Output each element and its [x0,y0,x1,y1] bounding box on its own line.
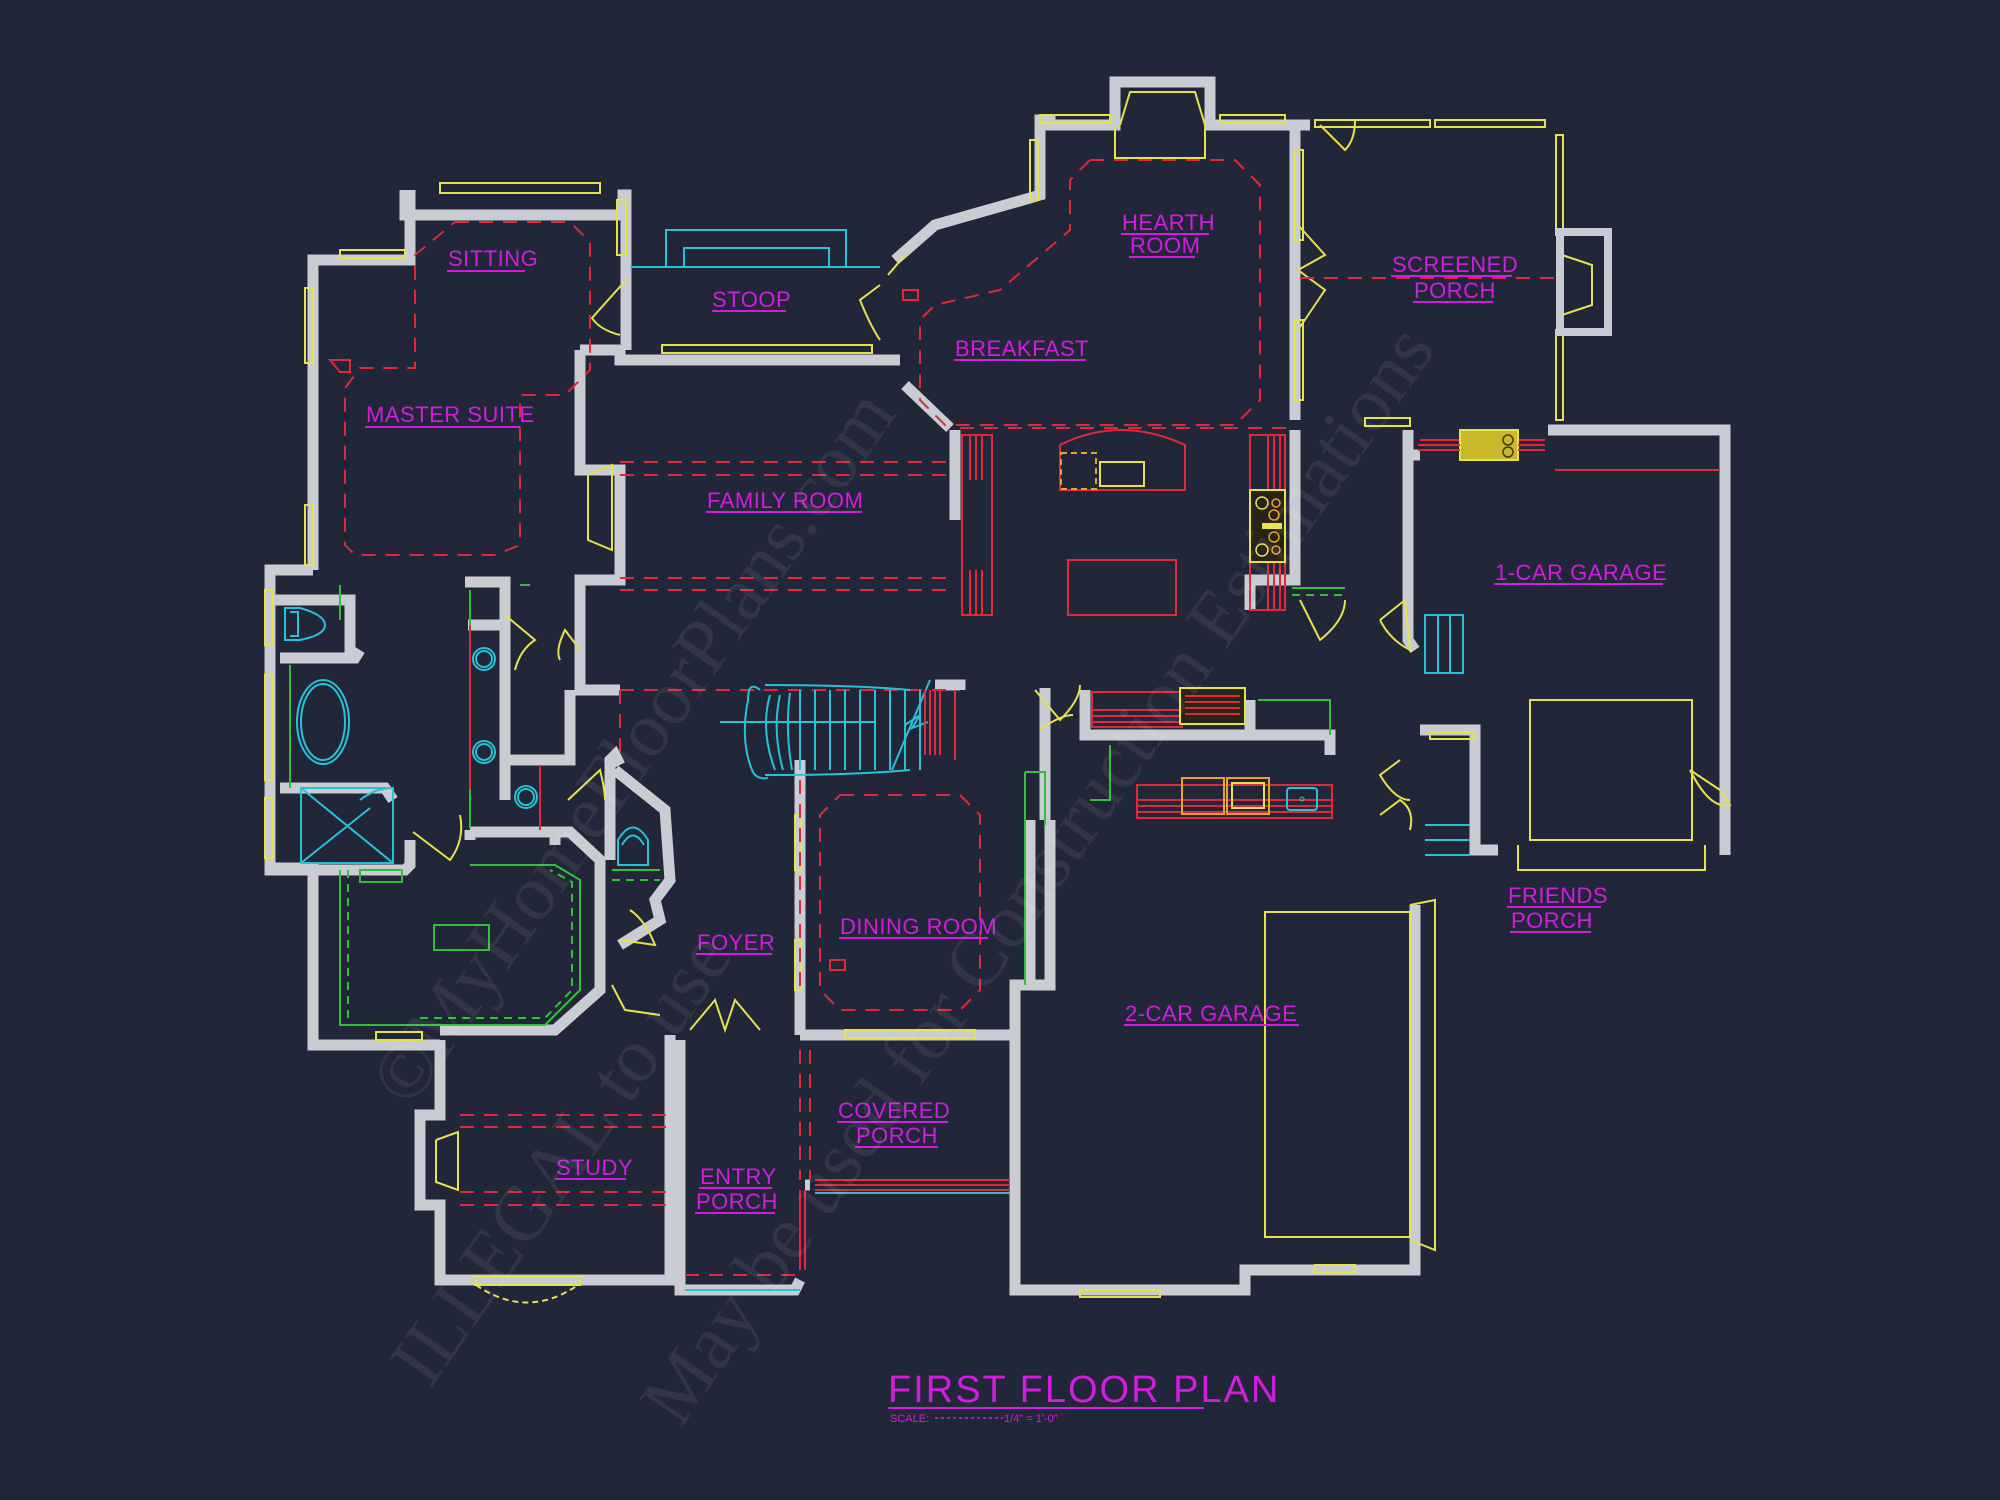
room-label-family-room: FAMILY ROOM [706,488,863,513]
room-label-hearth-room: HEARTH ROOM [1121,210,1215,258]
svg-text:STUDY: STUDY [556,1155,633,1180]
svg-text:FRIENDS: FRIENDS [1508,883,1608,908]
room-label-dining-room: DINING ROOM [839,914,997,939]
room-labels: SITTING MASTER SUITE STOOP FAMILY ROOM B… [365,210,1667,1214]
staircase [720,679,956,780]
room-label-covered-porch: COVERED PORCH [837,1098,950,1148]
svg-text:PORCH: PORCH [1414,278,1496,303]
svg-text:PORCH: PORCH [696,1189,778,1214]
svg-text:SCREENED: SCREENED [1392,252,1518,277]
room-label-sitting: SITTING [447,246,538,272]
room-label-two-car-garage: 2-CAR GARAGE [1124,1001,1299,1026]
fireplaces [435,91,1612,1192]
room-label-breakfast: BREAKFAST [954,336,1089,361]
svg-text:ENTRY: ENTRY [700,1164,777,1189]
svg-text:BREAKFAST: BREAKFAST [955,336,1089,361]
windows [264,114,1564,1304]
room-label-one-car-garage: 1-CAR GARAGE [1494,560,1667,585]
room-label-stoop: STOOP [712,287,791,312]
walls [264,76,1731,1296]
svg-text:1-CAR GARAGE: 1-CAR GARAGE [1495,560,1667,585]
room-label-foyer: FOYER [696,930,775,955]
kitchen [961,429,1545,819]
svg-text:COVERED: COVERED [838,1098,950,1123]
misc-green-lines [1024,587,1345,985]
room-label-study: STUDY [555,1155,633,1180]
svg-text:2-CAR GARAGE: 2-CAR GARAGE [1125,1001,1297,1026]
plan-title-block: FIRST FLOOR PLAN SCALE: 1/4" = 1'-0" [888,1369,1280,1425]
scale-label: SCALE: [890,1413,929,1425]
room-label-entry-porch: ENTRY PORCH [695,1164,778,1214]
room-label-screened-porch: SCREENED PORCH [1391,252,1518,303]
svg-text:DINING ROOM: DINING ROOM [840,914,997,939]
svg-text:FAMILY ROOM: FAMILY ROOM [707,488,863,513]
plan-title: FIRST FLOOR PLAN [888,1369,1280,1411]
svg-text:SITTING: SITTING [448,246,538,271]
room-label-friends-porch: FRIENDS PORCH [1507,883,1608,933]
svg-text:HEARTH: HEARTH [1122,210,1215,235]
scale-value: 1/4" = 1'-0" [1004,1413,1058,1425]
svg-text:ROOM: ROOM [1130,233,1200,258]
svg-text:STOOP: STOOP [712,287,791,312]
svg-text:MASTER SUITE: MASTER SUITE [366,402,535,427]
svg-text:FOYER: FOYER [697,930,775,955]
doors [412,119,1732,1034]
svg-text:PORCH: PORCH [1511,908,1593,933]
svg-text:PORCH: PORCH [856,1123,938,1148]
garage-doors [630,229,1706,1252]
room-label-master-suite: MASTER SUITE [365,402,535,428]
master-bath [284,584,660,1026]
